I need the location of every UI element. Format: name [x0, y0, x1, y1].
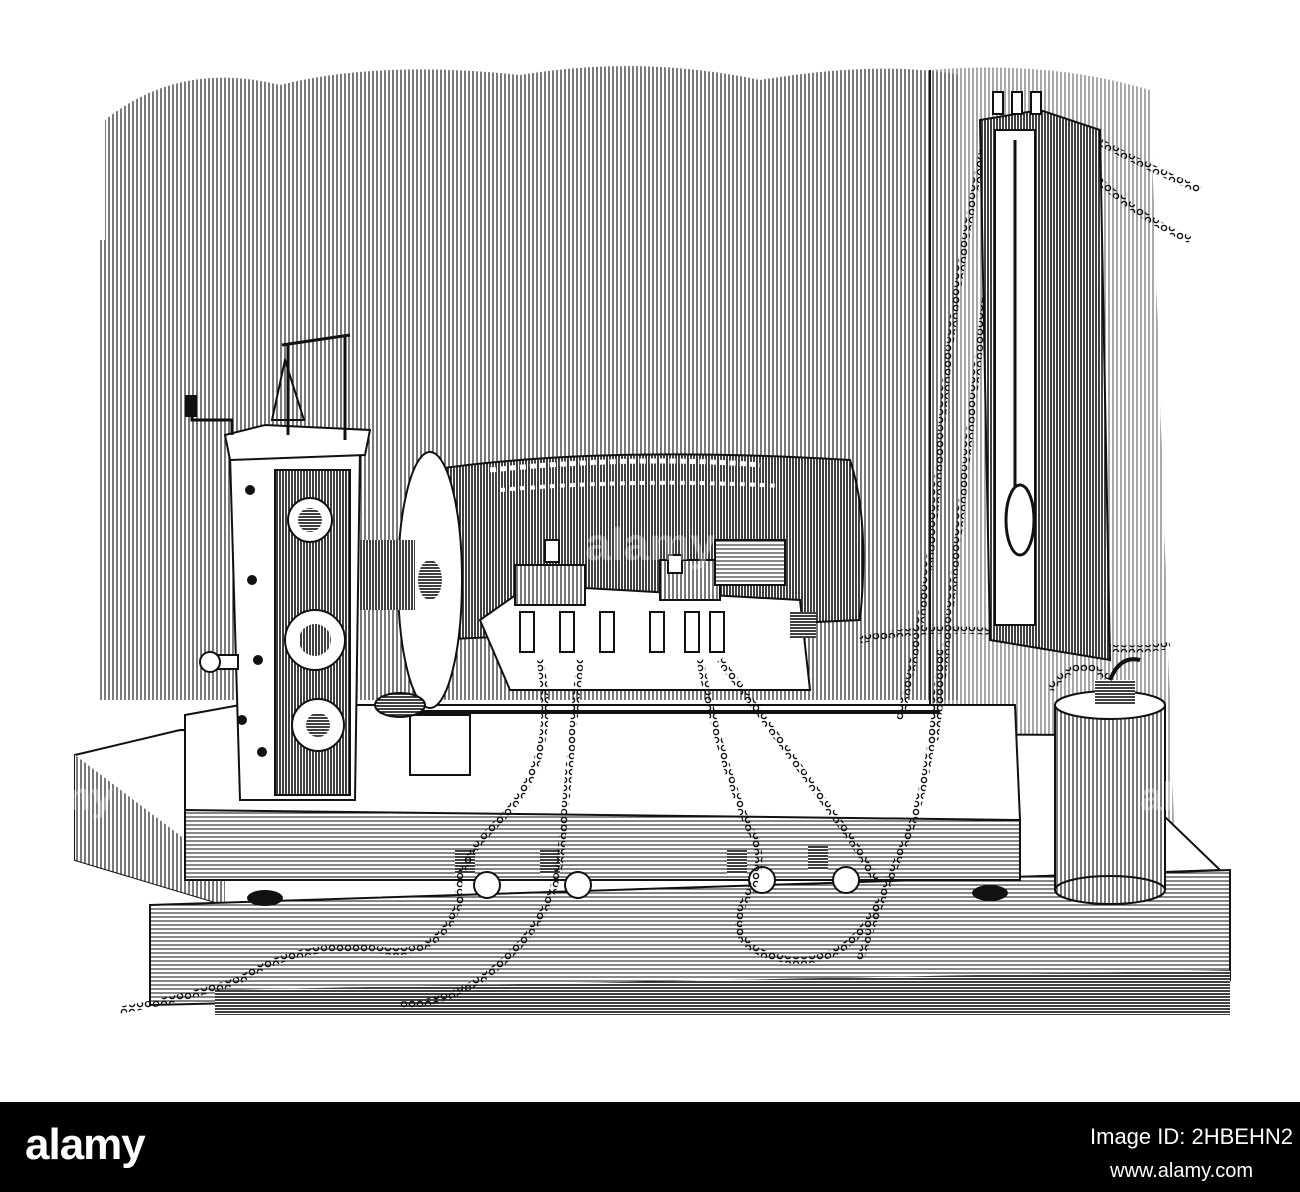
pendulum-clock: [978, 91, 1112, 662]
engraving-illustration: alamy alamy alamy alamy alamy alamy: [0, 10, 1264, 1015]
svg-text:alamy: alamy: [560, 20, 674, 64]
svg-text:alamy: alamy: [20, 10, 134, 54]
svg-text:alamy: alamy: [1140, 775, 1254, 819]
watermark-footer: alamy Image ID: 2HBEHN2 www.alamy.com: [0, 1102, 1300, 1192]
recording-carriage: [360, 539, 940, 776]
svg-text:alamy: alamy: [585, 518, 716, 570]
clockwork-tower: [185, 333, 372, 801]
alamy-logo: alamy: [25, 1120, 146, 1169]
image-id-label: Image ID: 2HBEHN2: [1090, 1124, 1293, 1149]
watermark-overlay: alamy alamy alamy alamy alamy alamy: [0, 10, 1264, 819]
svg-text:alamy: alamy: [0, 775, 114, 819]
site-url: www.alamy.com: [1110, 1160, 1253, 1182]
battery-jar: [1054, 657, 1166, 905]
svg-text:alamy: alamy: [1150, 10, 1264, 54]
